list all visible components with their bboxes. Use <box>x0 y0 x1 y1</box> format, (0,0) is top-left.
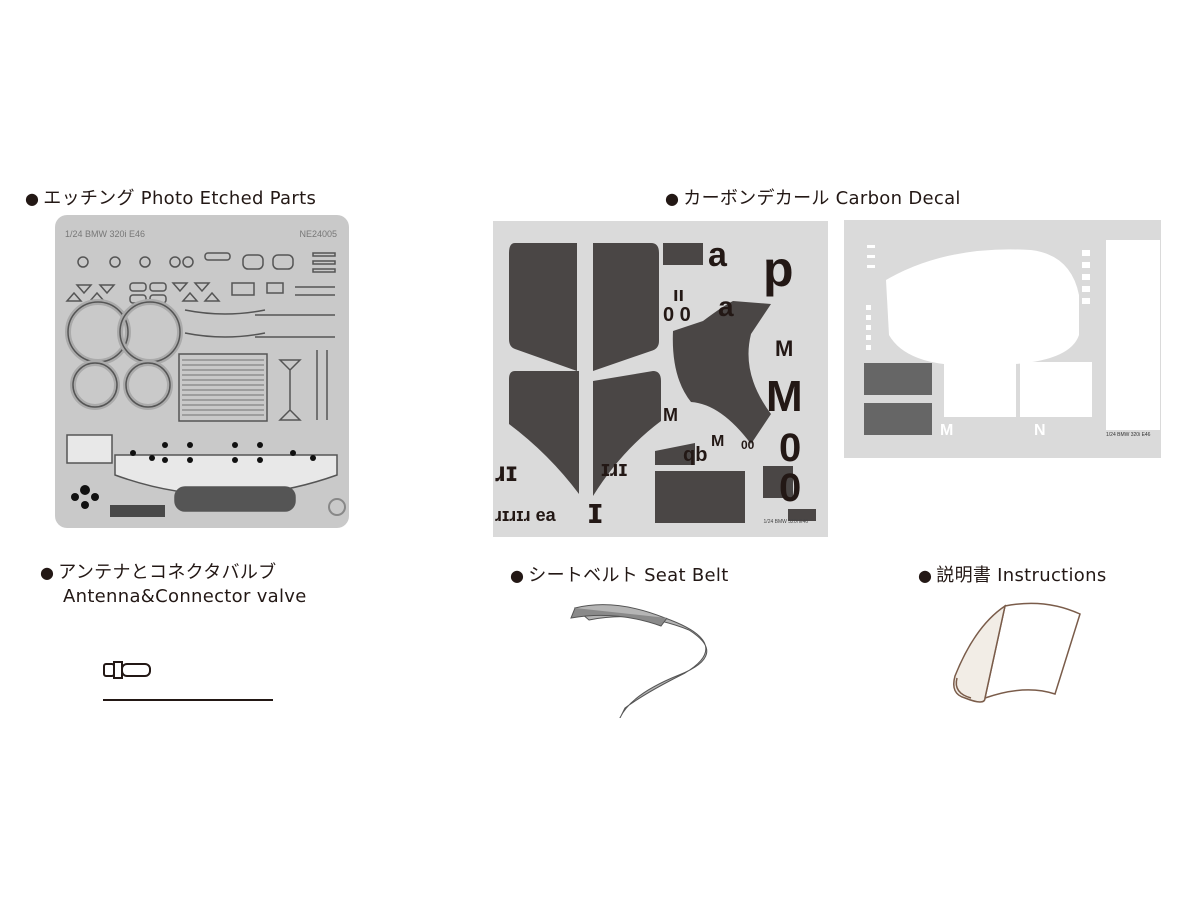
instruction-booklet-icon <box>953 602 1081 703</box>
svg-text:M: M <box>766 372 803 421</box>
svg-text:ɹɪɹɪɹ ea: ɹɪɹɪɹ ea <box>495 505 557 525</box>
bullet-icon: ● <box>918 566 933 585</box>
antenna-label-jp: アンテナとコネクタバルブ <box>58 562 277 583</box>
decal-sheet-2-model: 1/24 BMW 320i E46 <box>1106 432 1151 438</box>
bullet-icon: ● <box>665 189 680 208</box>
seat-belt-icon <box>570 604 708 718</box>
svg-text:0: 0 <box>779 466 801 510</box>
etched-parts-label: エッチング Photo Etched Parts <box>43 188 317 209</box>
svg-text:a: a <box>708 236 728 274</box>
etched-sheet-model: 1/24 BMW 320i E46 <box>65 229 145 239</box>
svg-text:N: N <box>1034 422 1046 439</box>
svg-text:M: M <box>775 336 793 361</box>
svg-text:M: M <box>711 433 724 450</box>
svg-text:ɹɪ: ɹɪ <box>495 456 517 487</box>
instructions-label: 説明書 Instructions <box>936 565 1107 586</box>
bullet-icon: ● <box>25 189 40 208</box>
antenna-and-valve-illustration <box>103 661 273 701</box>
svg-text:ɪɹɪ: ɪɹɪ <box>601 456 627 481</box>
bullet-icon: ● <box>40 563 55 582</box>
svg-text:ɪ: ɪ <box>588 490 603 531</box>
carbon-decal-sheet-2: M N 1/24 BMW 320i E46 <box>844 220 1161 458</box>
svg-text:0: 0 <box>779 426 801 470</box>
antenna-title: ●アンテナとコネクタバルブ Antenna&Connector valve <box>40 561 307 609</box>
svg-text:M: M <box>940 422 953 439</box>
carbon-decal-label: カーボンデカール Carbon Decal <box>683 188 961 209</box>
seat-belt-label: シートベルト Seat Belt <box>528 565 729 586</box>
svg-text:00: 00 <box>741 438 755 452</box>
carbon-decal-title: ●カーボンデカール Carbon Decal <box>665 184 961 210</box>
svg-text:0 0: 0 0 <box>663 304 691 326</box>
instructions-title: ●説明書 Instructions <box>918 561 1107 587</box>
photo-etched-sheet: 1/24 BMW 320i E46 NE24005 <box>55 215 349 528</box>
seat-belt-title: ●シートベルト Seat Belt <box>510 561 729 587</box>
etched-parts-title: ●エッチング Photo Etched Parts <box>25 184 316 210</box>
etched-sheet-code: NE24005 <box>299 229 337 239</box>
connector-valve-icon <box>103 661 151 679</box>
svg-text:p: p <box>763 241 794 297</box>
svg-text:qb: qb <box>683 444 707 466</box>
svg-text:ıı: ıı <box>673 284 684 306</box>
svg-text:a: a <box>718 291 734 322</box>
bullet-icon: ● <box>510 566 525 585</box>
antenna-label-en: Antenna&Connector valve <box>63 586 307 607</box>
decal-sheet-model: 1/24 BMW 320i E46 <box>764 519 809 525</box>
svg-text:M: M <box>663 405 678 425</box>
